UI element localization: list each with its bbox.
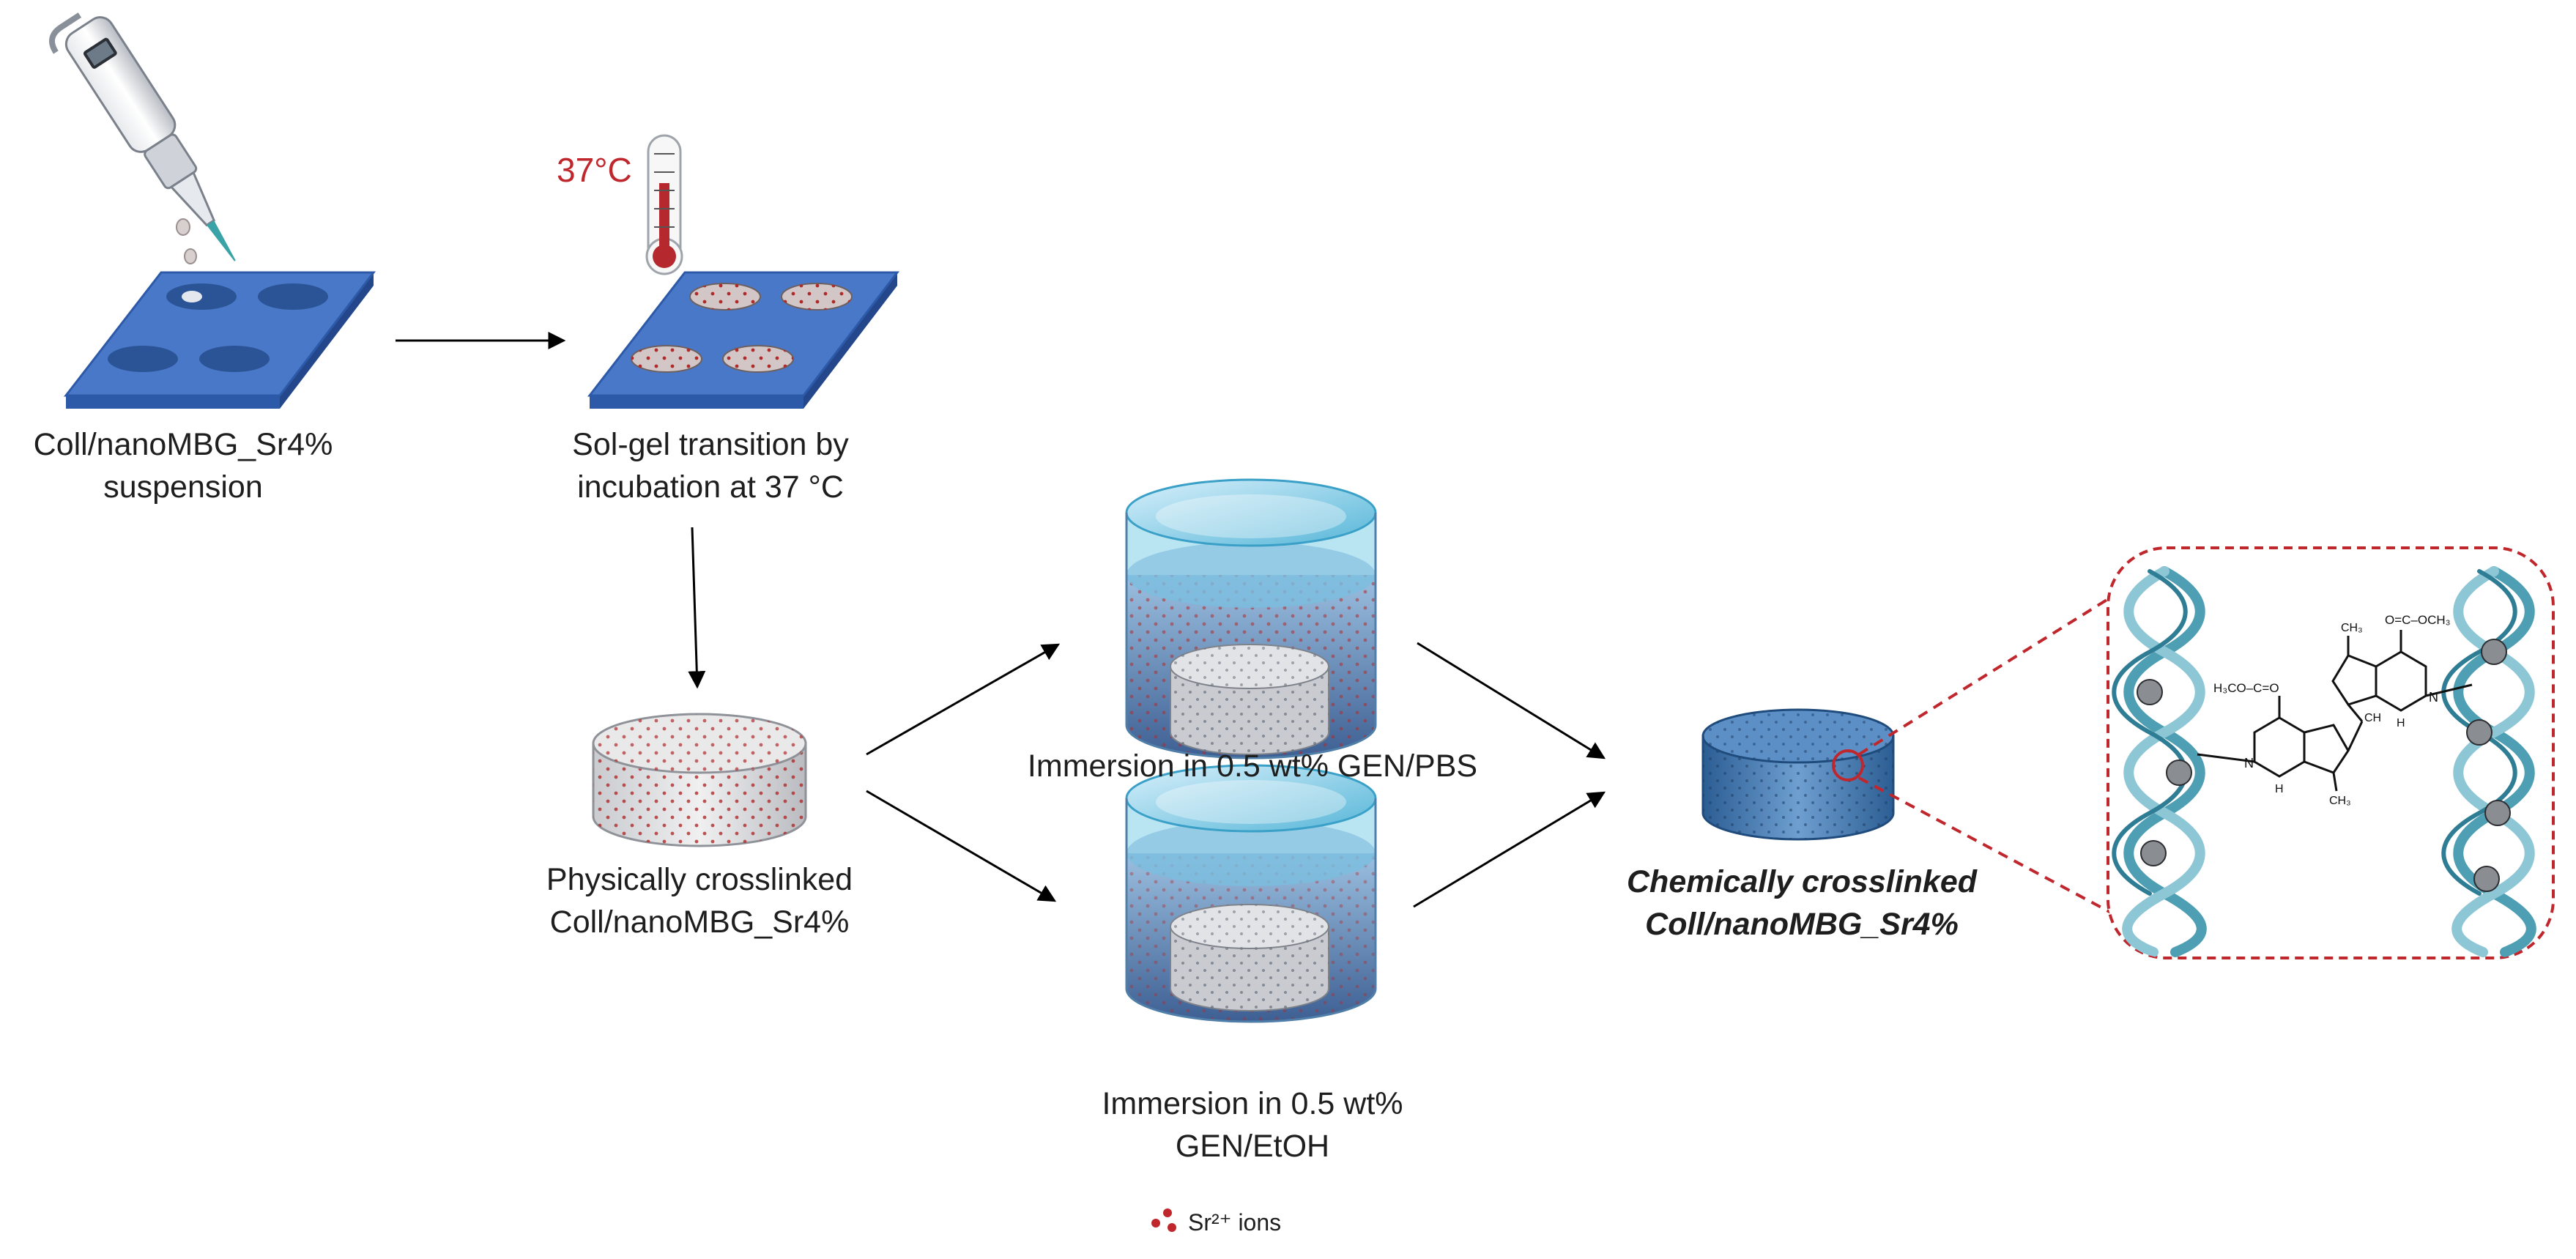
chem-label-n-right: N [2429,690,2438,705]
pipette-icon [49,12,236,261]
thermometer-icon [645,134,683,275]
temperature-label: 37°C [557,151,632,189]
chem-label-ch3-bottom: CH₃ [2329,795,2351,807]
collagen-helix-left [2112,566,2207,957]
chem-label-h-right: H [2397,717,2405,729]
genipin-crosslink-structure [2197,630,2473,792]
chem-label-ch3-top: CH₃ [2341,622,2363,634]
chem-label-n-left: N [2244,756,2254,770]
well-plate-gel [587,271,900,409]
crosslink-callout: H₃CO–C=O O=C–OCH₃ CH₃ CH₃ CH N N H H [2107,546,2555,959]
arrow-pbs-to-chemical [1417,642,1606,760]
chem-label-ch: CH [2364,712,2381,724]
chemical-gel-disc [1701,708,1895,841]
suspension-label: Coll/nanoMBG_Sr4% suspension [33,427,333,505]
chem-label-h-left: H [2275,783,2284,795]
arrow-to-pbs [866,643,1061,756]
chem-label-ester-left: H₃CO–C=O [2213,681,2279,695]
droplet-icon [176,218,197,264]
sr-ion-legend-label: Sr²⁺ ions [1188,1209,1282,1236]
sol-gel-label: Sol-gel transition by incubation at 37 °… [572,427,849,505]
arrow-to-physical [688,527,706,689]
pbs-immersion-label: Immersion in 0.5 wt% GEN/PBS [1027,749,1478,784]
arrow-to-etoh [866,790,1057,902]
nanoparticle-spheres [2137,639,2511,892]
sr-ion-legend-icon [1151,1208,1176,1232]
chemical-crosslinked-label: Chemically crosslinked Coll/nanoMBG_Sr4% [1627,864,1977,942]
chem-label-ester-right: O=C–OCH₃ [2385,613,2451,627]
well-plate-empty [63,271,376,409]
etoh-immersion-label: Immersion in 0.5 wt% GEN/EtOH [1102,1086,1403,1164]
physical-gel-disc [592,713,807,847]
beaker-pbs [1125,478,1377,760]
physical-crosslinked-label: Physically crosslinked Coll/nanoMBG_Sr4% [546,862,853,940]
beaker-etoh [1125,764,1377,1023]
arrow-etoh-to-chemical [1413,791,1606,908]
